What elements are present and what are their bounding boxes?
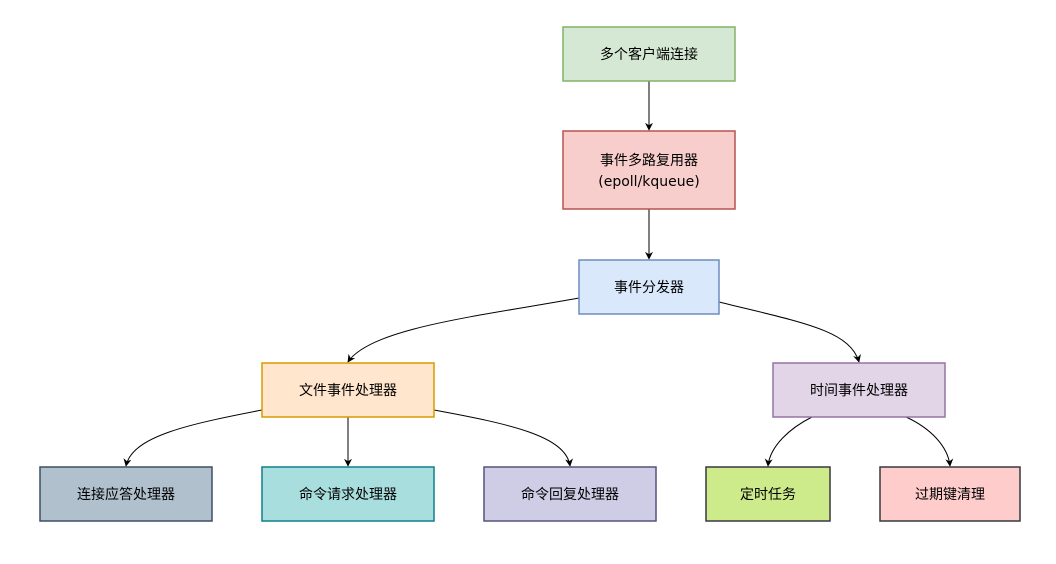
node-time-handler-label: 时间事件处理器 bbox=[810, 383, 908, 399]
node-expire-cleanup-label: 过期键清理 bbox=[915, 487, 985, 503]
nodes: 多个客户端连接 事件多路复用器 (epoll/kqueue) 事件分发器 文件事… bbox=[39, 26, 1021, 522]
node-dispatcher-label: 事件分发器 bbox=[614, 280, 684, 296]
node-request-handler-box bbox=[261, 466, 435, 522]
node-dispatcher: 事件分发器 bbox=[578, 259, 720, 315]
node-dispatcher-box bbox=[578, 259, 720, 315]
edge-dispatcher-to-file-handler bbox=[347, 297, 580, 363]
node-accept-handler-label: 连接应答处理器 bbox=[77, 486, 175, 503]
node-clients-label: 多个客户端连接 bbox=[600, 46, 698, 63]
node-file-handler-box bbox=[261, 362, 435, 418]
node-request-handler: 命令请求处理器 bbox=[261, 466, 435, 522]
node-multiplexer-label-line2: (epoll/kqueue) bbox=[598, 174, 699, 190]
node-expire-cleanup-box bbox=[879, 466, 1021, 522]
node-accept-handler: 连接应答处理器 bbox=[39, 466, 213, 522]
node-expire-cleanup: 过期键清理 bbox=[879, 466, 1021, 522]
node-clients-box bbox=[562, 26, 736, 82]
node-reply-handler-label: 命令回复处理器 bbox=[521, 486, 619, 503]
node-timed-task: 定时任务 bbox=[705, 466, 831, 522]
node-timed-task-label: 定时任务 bbox=[740, 487, 796, 503]
edge-file-handler-to-accept-handler bbox=[123, 409, 263, 467]
edges bbox=[123, 81, 954, 467]
node-reply-handler: 命令回复处理器 bbox=[483, 466, 657, 522]
node-file-handler: 文件事件处理器 bbox=[261, 362, 435, 418]
node-multiplexer-box bbox=[562, 130, 736, 210]
node-time-handler-box bbox=[772, 362, 946, 418]
edge-time-handler-to-expire-cleanup bbox=[905, 416, 954, 467]
edge-dispatcher-to-time-handler bbox=[718, 301, 861, 363]
edge-file-handler-to-reply-handler bbox=[433, 409, 573, 467]
node-multiplexer: 事件多路复用器 (epoll/kqueue) bbox=[562, 130, 736, 210]
node-time-handler: 时间事件处理器 bbox=[772, 362, 946, 418]
node-reply-handler-box bbox=[483, 466, 657, 522]
node-file-handler-label: 文件事件处理器 bbox=[299, 383, 397, 399]
node-request-handler-label: 命令请求处理器 bbox=[299, 486, 397, 503]
node-timed-task-box bbox=[705, 466, 831, 522]
node-accept-handler-box bbox=[39, 466, 213, 522]
node-clients: 多个客户端连接 bbox=[562, 26, 736, 82]
node-multiplexer-label-line1: 事件多路复用器 bbox=[600, 152, 698, 169]
edge-time-handler-to-timed-task bbox=[764, 416, 813, 467]
